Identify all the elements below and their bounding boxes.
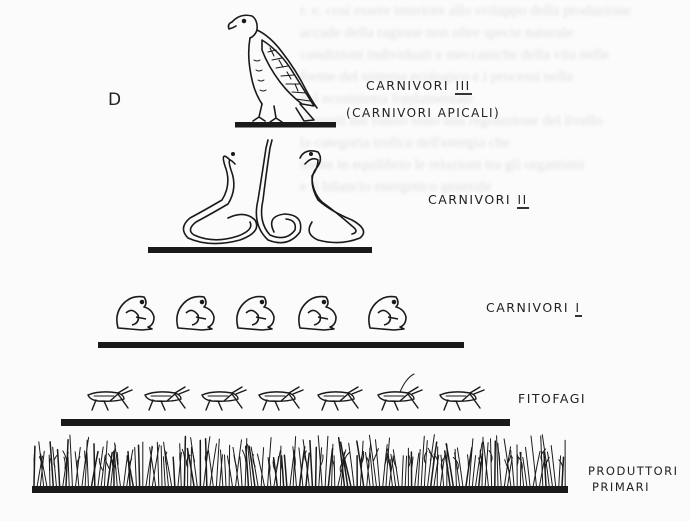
level-label-text-line2: PRIMARI [588, 479, 679, 495]
snake-icon [183, 140, 363, 244]
level-label-producers: PRODUTTORI PRIMARI [588, 463, 679, 495]
frog-icon [117, 297, 406, 330]
level-platform-2 [148, 247, 372, 253]
eagle-icon [228, 15, 317, 122]
level-label-carnivores-3: CARNIVORI III [366, 78, 472, 93]
level-label-text: PRODUTTORI [588, 463, 679, 479]
grasshopper-icon [88, 374, 484, 410]
level-numeral: III [455, 79, 472, 95]
level-label-carnivores-2: CARNIVORI II [428, 192, 529, 207]
level-platform-3 [235, 122, 336, 128]
level-sublabel-apical: (CARNIVORI APICALI) [346, 106, 500, 120]
panel-letter: D [108, 90, 121, 110]
level-label-herbivores: FITOFAGI [518, 391, 586, 406]
grass-icon [34, 435, 565, 486]
level-label-text: FITOFAGI [518, 391, 586, 406]
level-label-text: CARNIVORI [366, 78, 449, 93]
level-label-carnivores-1: CARNIVORI I [486, 300, 582, 315]
level-platform-herbivores [61, 419, 510, 426]
level-platform-producers [32, 486, 568, 493]
level-label-text: CARNIVORI [486, 300, 569, 315]
level-platform-1 [98, 342, 464, 348]
level-label-text: CARNIVORI [428, 192, 511, 207]
level-numeral: I [575, 301, 582, 317]
level-numeral: II [517, 193, 529, 209]
level-sublabel-text: (CARNIVORI APICALI) [346, 106, 500, 120]
